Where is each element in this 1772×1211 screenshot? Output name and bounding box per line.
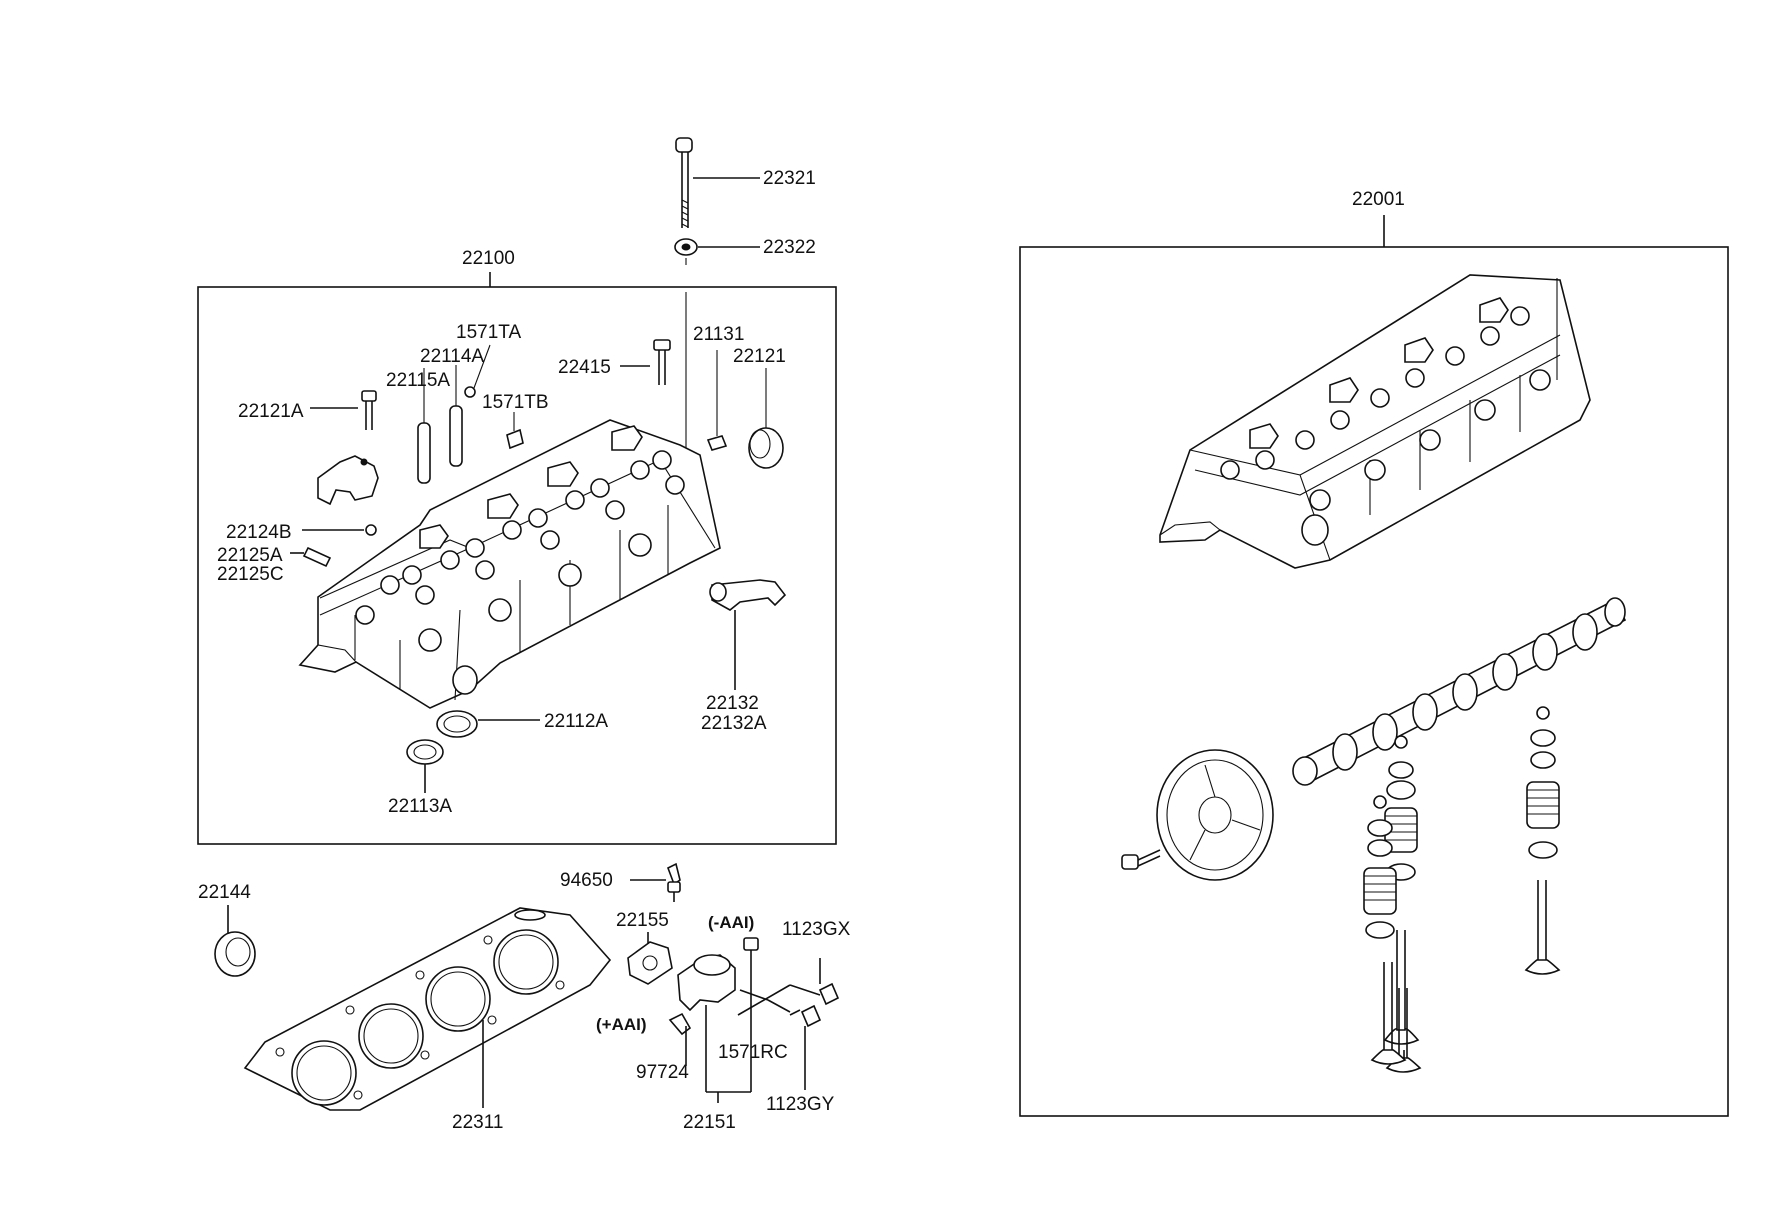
timing-gear-icon[interactable] — [1156, 749, 1274, 881]
label-22124B: 22124B — [226, 522, 292, 543]
label-1123GX: 1123GX — [782, 919, 851, 940]
label-22113A: 22113A — [388, 796, 452, 817]
label-22121A: 22121A — [238, 401, 304, 422]
label-22001: 22001 — [1352, 189, 1405, 210]
bolt-22121A-icon[interactable] — [361, 390, 377, 430]
label-minus-aai: (-AAI) — [708, 913, 754, 932]
label-1571RC: 1571RC — [718, 1042, 788, 1063]
outlet-fitting-22132-icon[interactable] — [709, 579, 787, 611]
label-22132: 22132 — [706, 693, 759, 714]
label-22100: 22100 — [462, 248, 515, 269]
label-plus-aai: (+AAI) — [596, 1015, 647, 1034]
label-21131: 21131 — [693, 324, 744, 345]
complete-head-frame — [1019, 246, 1729, 1117]
cam-cap-icon[interactable] — [317, 455, 379, 506]
oil-seal-22144-icon[interactable] — [214, 931, 256, 977]
plug-1571TA-icon[interactable] — [464, 386, 476, 398]
label-97724: 97724 — [636, 1062, 689, 1083]
label-22125A: 22125A — [217, 545, 283, 566]
valve-left-icon[interactable] — [1370, 962, 1407, 1065]
valve-spring-right-icon[interactable] — [1526, 706, 1560, 859]
label-22125C: 22125C — [217, 564, 284, 585]
label-22311: 22311 — [452, 1112, 503, 1133]
label-22121: 22121 — [733, 346, 786, 367]
plug-1571TB-icon[interactable] — [506, 428, 524, 450]
label-22415: 22415 — [558, 357, 611, 378]
bolt-1123GY-icon[interactable] — [800, 1004, 822, 1028]
label-1571TB: 1571TB — [482, 392, 549, 413]
valve-spring-left-icon[interactable] — [1363, 795, 1397, 939]
seal-22112A-icon[interactable] — [436, 710, 478, 738]
valve-right-icon[interactable] — [1524, 880, 1561, 975]
complete-cylinder-head-icon[interactable] — [1159, 274, 1591, 569]
bolt-1123GX-icon[interactable] — [818, 982, 840, 1006]
label-22155: 22155 — [616, 910, 669, 931]
seal-22113A-icon[interactable] — [406, 739, 444, 765]
label-1123GY: 1123GY — [766, 1094, 835, 1115]
gasket-22155-icon[interactable] — [627, 941, 673, 985]
label-22144: 22144 — [198, 882, 251, 903]
head-gasket-22311-icon[interactable] — [243, 907, 612, 1111]
label-22321: 22321 — [763, 168, 816, 189]
intake-valve-icon[interactable] — [1383, 930, 1420, 1045]
label-22115A: 22115A — [386, 370, 450, 391]
plug-22121-icon[interactable] — [748, 427, 784, 469]
camshaft-icon[interactable] — [1292, 597, 1627, 786]
intake-valve-spring-icon[interactable] — [1384, 735, 1418, 881]
gear-bolt-icon[interactable] — [1121, 849, 1161, 870]
label-22114A: 22114A — [420, 346, 484, 367]
label-22112A: 22112A — [544, 711, 608, 732]
water-outlet-22151-icon[interactable] — [677, 954, 736, 1012]
head-bolt-icon[interactable] — [675, 137, 693, 228]
label-22322: 22322 — [763, 237, 816, 258]
cylinder-head-icon[interactable] — [298, 419, 721, 709]
sensor-97724-icon[interactable] — [668, 1012, 692, 1036]
label-1571TA: 1571TA — [456, 322, 521, 343]
plug-21131-icon[interactable] — [706, 435, 728, 451]
bolt-22415-icon[interactable] — [653, 339, 671, 385]
head-bolt-washer-icon[interactable] — [674, 238, 698, 256]
ball-22124B-icon[interactable] — [365, 524, 377, 536]
valve-guide-22115A-icon[interactable] — [417, 422, 431, 484]
plug-minus-aai-icon[interactable] — [743, 937, 759, 951]
label-22151: 22151 — [683, 1112, 736, 1133]
label-94650: 94650 — [560, 870, 613, 891]
dowel-22125A-icon[interactable] — [302, 546, 332, 568]
temperature-sensor-94650-icon[interactable] — [666, 862, 681, 902]
label-22132A: 22132A — [701, 713, 767, 734]
head-assembly-frame — [197, 286, 837, 845]
valve-guide-22114A-icon[interactable] — [449, 405, 463, 467]
